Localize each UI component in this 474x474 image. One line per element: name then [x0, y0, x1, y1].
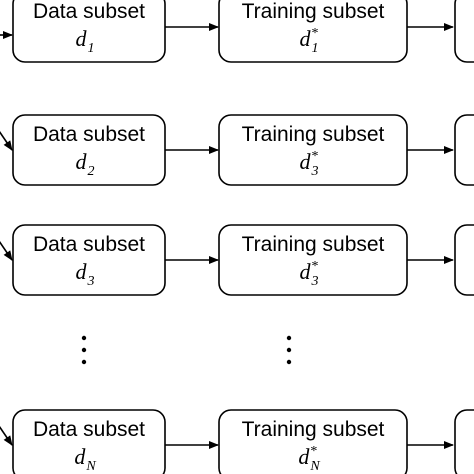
- data-subset-variable: dN: [74, 444, 96, 474]
- next-stage-box-partial: [454, 0, 474, 63]
- data-subset-variable-subscript: 2: [88, 164, 95, 179]
- ellipsis-layer: [81, 335, 292, 365]
- incoming-arrow: [0, 425, 13, 446]
- next-stage-box-partial: [454, 114, 474, 186]
- ellipsis-dot: [286, 359, 292, 365]
- data-subset-variable-subscript: 1: [88, 41, 95, 56]
- training-subset-variable: d*3: [300, 259, 319, 289]
- incoming-arrow: [0, 240, 13, 261]
- training-subset-variable-superscript: *: [312, 26, 319, 41]
- vertical-ellipsis: [286, 335, 292, 365]
- ellipsis-dot: [286, 335, 292, 341]
- data-subset-variable-symbol: d: [76, 259, 88, 284]
- ellipsis-dot: [81, 347, 87, 353]
- training-subset-title: Training subset: [242, 418, 385, 441]
- vertical-ellipsis: [81, 335, 87, 365]
- training-subset-title: Training subset: [242, 123, 385, 146]
- data-subset-variable-subscript: N: [85, 459, 96, 474]
- training-subset-variable-symbol: d: [300, 26, 312, 51]
- training-subset-variable-subscript: 3: [311, 274, 319, 289]
- data-subset-variable: d2: [76, 149, 95, 179]
- training-subset-variable-superscript: *: [312, 149, 319, 164]
- data-subset-variable-subscript: 3: [87, 274, 95, 289]
- training-subset-variable: d*3: [300, 149, 319, 179]
- incoming-arrow: [0, 130, 13, 151]
- next-stage-box-partial: [454, 409, 474, 474]
- training-subset-variable-symbol: d: [298, 444, 310, 469]
- data-subset-title: Data subset: [33, 418, 145, 441]
- training-subset-variable-subscript: 1: [312, 41, 319, 56]
- training-subset-variable-superscript: *: [310, 444, 317, 459]
- ellipsis-dot: [81, 359, 87, 365]
- data-subset-variable-symbol: d: [76, 149, 88, 174]
- data-subset-variable-symbol: d: [74, 444, 86, 469]
- training-subset-variable: d*1: [300, 26, 319, 56]
- ellipsis-dot: [286, 347, 292, 353]
- training-subset-variable-superscript: *: [312, 259, 319, 274]
- data-subset-variable: d1: [76, 26, 95, 56]
- training-subset-title: Training subset: [242, 0, 385, 23]
- data-subset-title: Data subset: [33, 123, 145, 146]
- training-subset-variable-subscript: 3: [311, 164, 319, 179]
- training-subset-variable-subscript: N: [309, 459, 320, 474]
- training-subset-variable-symbol: d: [300, 259, 312, 284]
- data-subset-variable: d3: [76, 259, 95, 289]
- training-subset-title: Training subset: [242, 233, 385, 256]
- training-subset-variable-symbol: d: [300, 149, 312, 174]
- data-subset-title: Data subset: [33, 0, 145, 23]
- data-subset-title: Data subset: [33, 233, 145, 256]
- data-subset-variable-symbol: d: [76, 26, 88, 51]
- ellipsis-dot: [81, 335, 87, 341]
- training-subset-variable: d*N: [298, 444, 320, 474]
- next-stage-box-partial: [454, 224, 474, 296]
